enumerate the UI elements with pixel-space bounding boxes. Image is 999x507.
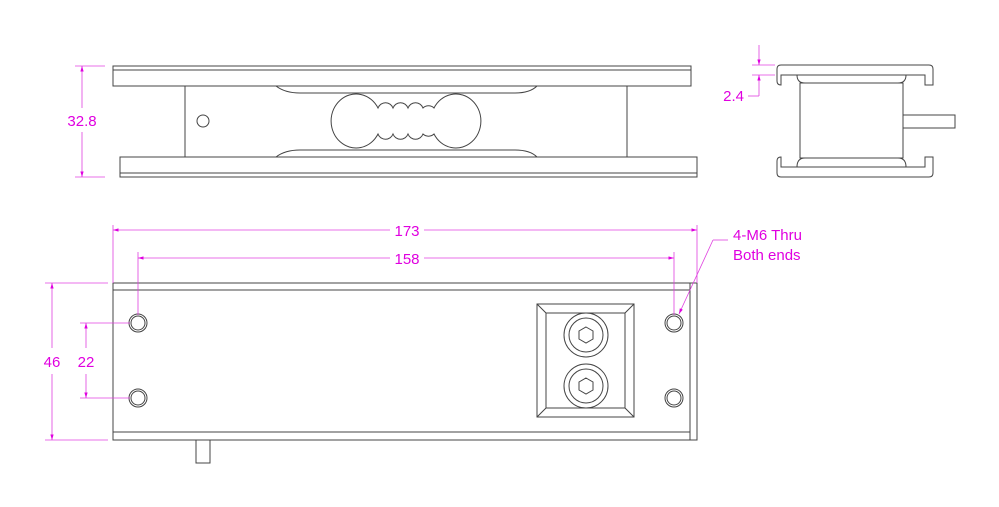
dim-label-thickness: 2.4	[723, 88, 744, 105]
top-view	[112, 282, 698, 464]
dimension-2-4: 2.4	[723, 45, 775, 105]
bolt-block	[536, 303, 635, 418]
side-view	[776, 64, 956, 178]
dimension-173: 173	[112, 223, 698, 283]
dim-label-hole-width: 22	[78, 354, 95, 371]
dim-label-width: 46	[44, 354, 61, 371]
dimension-22: 22	[78, 322, 130, 399]
dim-label-length: 173	[394, 223, 419, 240]
dimension-158: 158	[137, 251, 675, 315]
mounting-holes	[128, 313, 684, 408]
side-hole	[196, 114, 210, 128]
dim-label-hole-spacing: 158	[394, 251, 419, 268]
front-view	[112, 65, 698, 178]
cable-stub	[195, 439, 211, 464]
dim-label-height: 32.8	[67, 113, 96, 130]
hole-callout: 4-M6 Thru Both ends	[678, 227, 802, 315]
hole-note-line1: 4-M6 Thru	[733, 227, 802, 244]
hex-bolt-icon	[563, 363, 609, 409]
cable-stub	[902, 114, 956, 129]
dimension-46: 46	[44, 282, 108, 441]
hex-bolt-icon	[563, 312, 609, 358]
dimension-32-8: 32.8	[67, 65, 105, 178]
strain-gauge-cutout	[330, 93, 482, 149]
hole-note-line2: Both ends	[733, 247, 801, 264]
